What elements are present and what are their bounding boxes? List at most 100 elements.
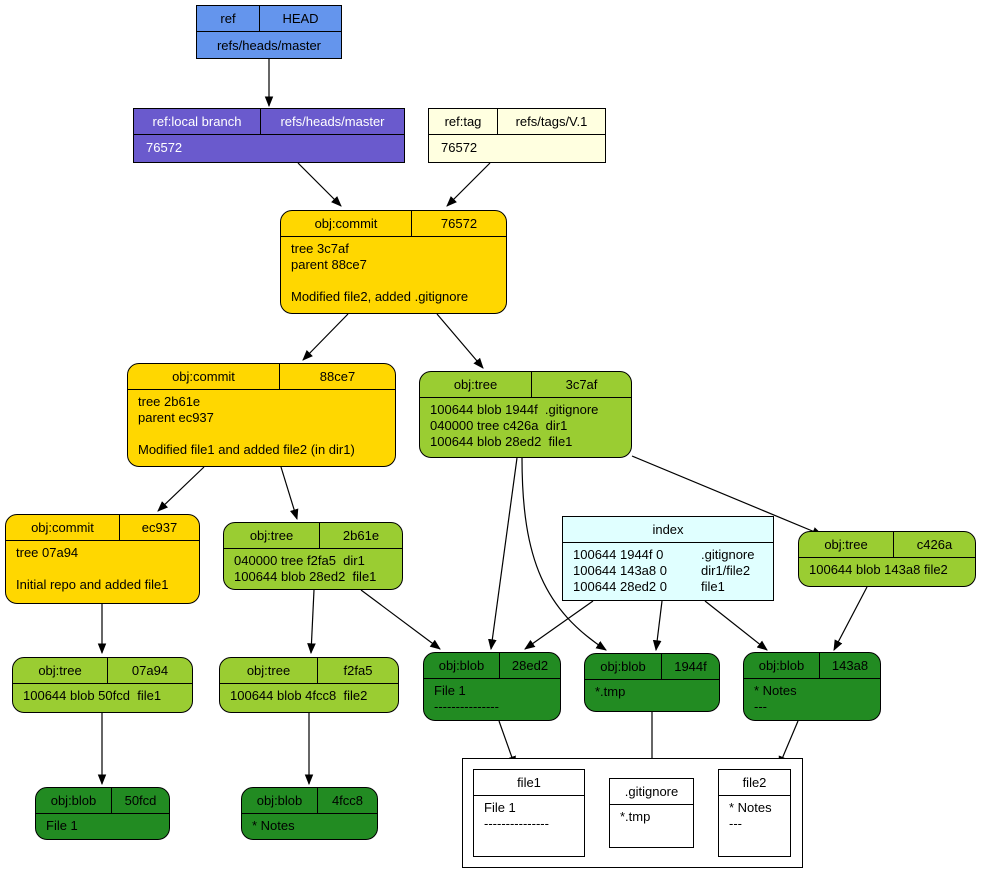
index-entry-hash: 100644 143a8 0 [573,563,667,578]
tree-2b61e-node: obj:tree 2b61e 040000 tree f2fa5 dir1 100… [223,522,403,590]
commit-88ce7-node: obj:commit 88ce7 tree 2b61e parent ec937 … [127,363,396,467]
index-title: index [563,517,773,543]
edge-tree1-blob2 [521,457,607,651]
tree-c426a-node: obj:tree c426a 100644 blob 143a8 file2 [798,531,976,587]
node-type-label: ref:local branch [152,114,242,129]
tree-f2fa5-node: obj:tree f2fa5 100644 blob 4fcc8 file2 [219,657,399,713]
node-id-label: 1944f [661,654,719,679]
node-id-label: refs/tags/V.1 [497,109,605,134]
node-type-label: obj:blob [438,658,485,673]
file2-file-node: file2 * Notes --- [718,769,791,857]
edge-commit1-commit2 [302,313,349,361]
node-type-label: obj:tree [824,537,868,552]
edge-index-blob2 [652,600,663,652]
edge-tree2-tree5 [307,589,316,655]
node-type-label: obj:blob [600,659,646,674]
node-type-label: obj:tree [453,377,498,392]
gitignore-file-node: .gitignore *.tmp [609,778,694,848]
node-id-label: 2b61e [319,523,402,548]
local-branch-node: ref:local branch refs/heads/master 76572 [133,108,405,163]
node-body: File 1 [46,818,78,833]
tree-07a94-node: obj:tree 07a94 100644 blob 50fcd file1 [12,657,193,713]
node-id-label: ec937 [119,515,199,540]
index-entry-path: .gitignore [701,547,755,562]
node-body: tree 2b61e parent ec937 Modified file1 a… [138,394,355,457]
blob-50fcd-node: obj:blob 50fcd File 1 [35,787,170,840]
node-body: 100644 blob 1944f .gitignore 040000 tree… [430,402,599,449]
node-body: tree 3c7af parent 88ce7 Modified file2, … [291,241,469,304]
file-name: .gitignore [610,779,693,805]
edge-tag-commit1 [446,162,491,207]
file-contents: * Notes --- [729,800,772,831]
node-type-label: obj:blob [50,793,97,808]
node-body: * Notes [252,818,295,833]
node-id-label: 76572 [411,211,506,236]
node-body: tree 07a94 Initial repo and added file1 [16,545,169,592]
blob-28ed2-node: obj:blob 28ed2 File 1 --------------- [423,652,561,721]
node-id-label: 88ce7 [279,364,395,389]
node-id-label: f2fa5 [317,658,398,683]
blob-4fcc8-node: obj:blob 4fcc8 * Notes [241,787,378,840]
blob-143a8-node: obj:blob 143a8 * Notes --- [743,652,881,721]
file-name: file2 [719,770,790,796]
index-entry-path: file1 [701,579,725,594]
node-type-label: obj:tree [38,663,82,678]
edge-tree1-blob1 [488,457,518,651]
edge-master-commit1 [297,162,342,207]
node-body: 100644 blob 143a8 file2 [809,562,948,577]
index-entry-hash: 100644 28ed2 0 [573,579,667,594]
index-entry: 100644 28ed2 0 file1 [573,579,763,595]
edge-index-blob1 [524,600,594,650]
tag-ref-node: ref:tag refs/tags/V.1 76572 [428,108,606,163]
file-contents: *.tmp [620,809,651,824]
edge-tree3-blob3 [833,586,868,651]
node-id-label: 143a8 [819,653,880,678]
node-body: 040000 tree f2fa5 dir1 100644 blob 28ed2… [234,553,377,584]
index-entry: 100644 143a8 0 dir1/file2 [573,563,763,579]
node-id-label: c426a [893,532,975,557]
node-id-label: 4fcc8 [317,788,377,813]
index-entry: 100644 1944f 0 .gitignore [573,547,763,563]
edge-commit1-tree1 [436,313,484,369]
node-body: 76572 [146,140,183,155]
file-name: file1 [474,770,584,796]
node-id-label: 50fcd [111,788,169,813]
node-type-label: obj:blob [758,658,805,673]
file1-file-node: file1 File 1 --------------- [473,769,585,857]
index-node: index 100644 1944f 0 .gitignore 100644 14… [562,516,774,601]
node-type-label: obj:commit [172,369,235,384]
file-contents: File 1 --------------- [484,800,549,831]
node-id-label: 3c7af [531,372,631,397]
node-body: 100644 blob 4fcc8 file2 [230,688,368,703]
index-entries: 100644 1944f 0 .gitignore 100644 143a8 0 d… [563,543,773,599]
head-ref-node: ref HEAD refs/heads/master [196,5,342,59]
node-body: *.tmp [595,684,626,699]
node-body: * Notes --- [754,683,797,714]
edge-tree1-tree3 [631,455,823,536]
commit-76572-node: obj:commit 76572 tree 3c7af parent 88ce7 … [280,210,507,314]
node-type-label: obj:commit [31,520,94,535]
node-id-label: 28ed2 [499,653,560,678]
node-type-label: obj:blob [256,793,303,808]
node-type-label: obj:commit [314,216,378,231]
index-entry-hash: 100644 1944f 0 [573,547,664,562]
node-body: 100644 blob 50fcd file1 [23,688,162,703]
edge-commit2-tree2 [280,466,299,521]
node-id-label: HEAD [259,6,341,31]
node-type-label: obj:tree [249,528,294,543]
node-id-label: 07a94 [107,658,192,683]
node-body: refs/heads/master [216,37,322,53]
node-type-label: obj:tree [246,663,291,678]
index-entry-path: dir1/file2 [701,563,751,578]
node-body: 76572 [441,140,478,155]
tree-3c7af-node: obj:tree 3c7af 100644 blob 1944f .gitigno… [419,371,632,458]
node-type-label: ref [220,11,236,26]
blob-1944f-node: obj:blob 1944f *.tmp [584,653,720,712]
node-body: File 1 --------------- [434,683,499,714]
node-type-label: ref:tag [444,114,482,129]
edge-commit2-commit3 [157,466,205,512]
node-id-label: refs/heads/master [260,109,404,134]
commit-ec937-node: obj:commit ec937 tree 07a94 Initial repo … [5,514,200,604]
edge-index-blob3 [704,600,768,651]
edge-tree2-blob1 [360,589,441,650]
